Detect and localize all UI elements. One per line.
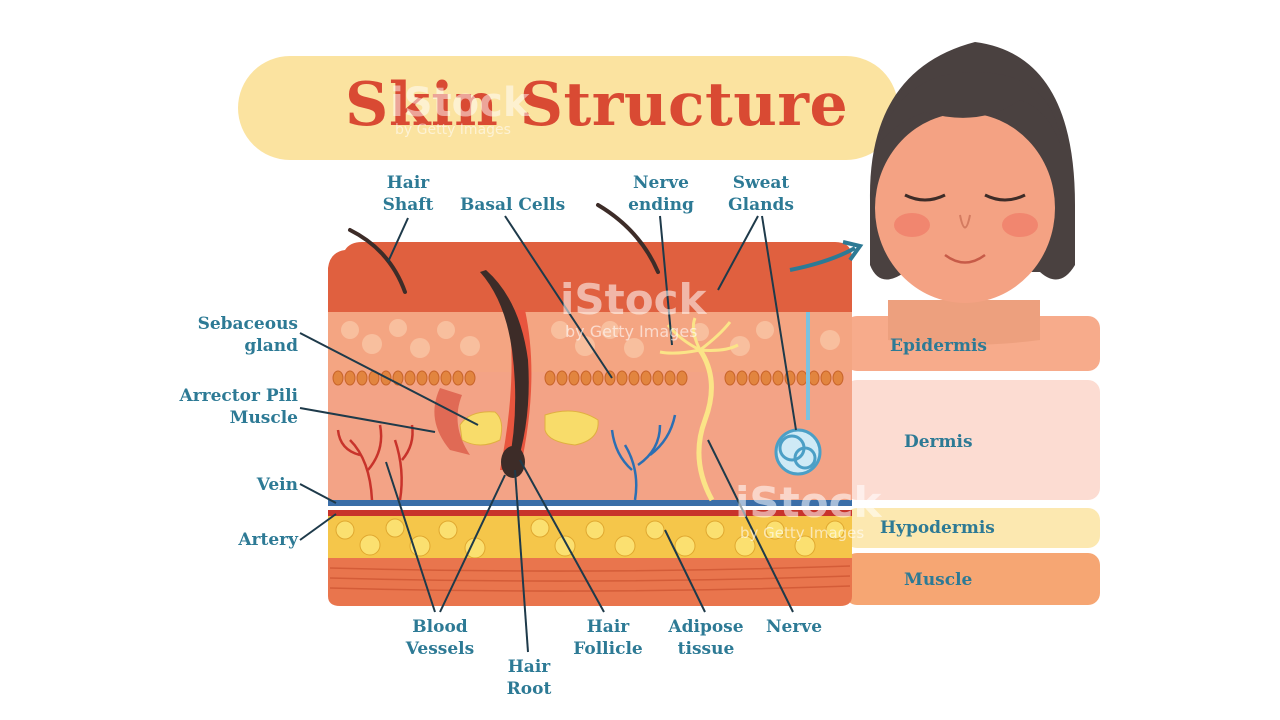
watermark-top-sub: by Getty Images xyxy=(395,122,511,138)
diagram-title: Skin Structure xyxy=(345,70,849,140)
label-basal-cells: Basal Cells xyxy=(460,195,566,215)
basal-cell-chain xyxy=(332,370,844,386)
label-nerve: Nerve xyxy=(766,617,823,637)
nerve-fiber xyxy=(696,348,715,502)
hair-root xyxy=(501,446,525,478)
capillaries-center xyxy=(610,414,677,501)
layer-hypodermis: Hypodermis xyxy=(880,518,995,538)
label-artery: Artery xyxy=(238,530,298,550)
hypodermis-band xyxy=(845,508,1100,548)
face-illustration xyxy=(869,42,1075,345)
layer-dermis: Dermis xyxy=(904,432,973,452)
surface-hair-left xyxy=(348,228,407,294)
surface-hair-right xyxy=(596,203,660,274)
sebaceous-gland-right xyxy=(544,410,599,446)
watermark-bottom-sub: by Getty Images xyxy=(740,524,865,542)
sweat-gland-coil xyxy=(774,428,822,476)
arrow-head xyxy=(842,240,864,262)
watermark-top: iStock xyxy=(390,80,530,126)
watermark-center: iStock xyxy=(560,275,707,324)
title-banner xyxy=(238,56,898,160)
muscle-band xyxy=(845,553,1100,605)
watermark-center-sub: by Getty Images xyxy=(565,322,698,341)
muscle-front xyxy=(328,558,852,606)
label-vein: Vein xyxy=(256,475,298,495)
watermark-bottom: iStock xyxy=(735,478,882,527)
layer-epidermis: Epidermis xyxy=(890,336,987,356)
arrow-line xyxy=(789,246,856,272)
layer-muscle: Muscle xyxy=(904,570,973,590)
dermis-band xyxy=(845,380,1100,500)
